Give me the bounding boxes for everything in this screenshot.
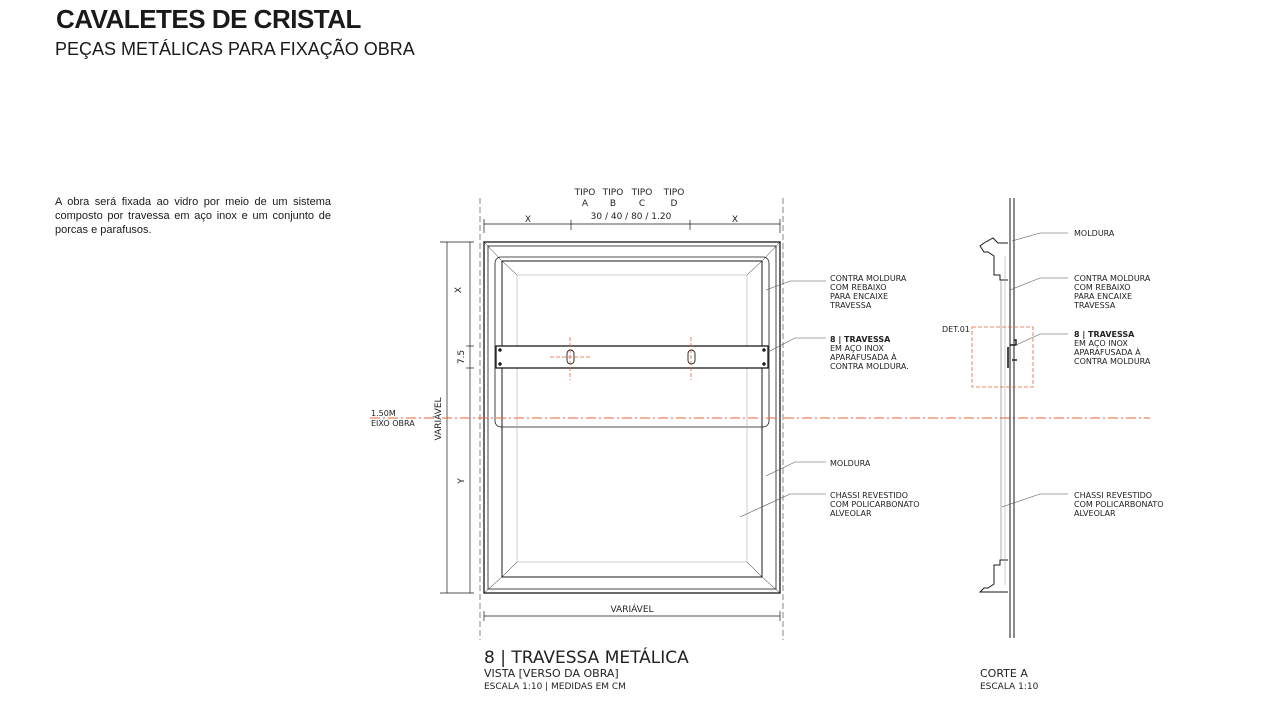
type-b-label: TIPO (602, 188, 624, 198)
dim-v-75: 7.5 (457, 350, 467, 364)
type-c-label: TIPO (631, 188, 653, 198)
page-subtitle: PEÇAS METÁLICAS PARA FIXAÇÃO OBRA (55, 39, 415, 59)
sec-travessa-l2: APARAFUSADA À (1074, 346, 1141, 357)
sec-caption-scale: ESCALA 1:10 (980, 682, 1039, 692)
eixo-height: 1.50M (371, 409, 396, 418)
travessa-l3: CONTRA MOLDURA. (830, 362, 909, 371)
type-d-label: TIPO (663, 188, 685, 198)
type-d-letter: D (671, 199, 678, 209)
front-caption-scale: ESCALA 1:10 | MEDIDAS EM CM (484, 682, 626, 692)
dim-variavel-h: VARIÁVEL (610, 603, 653, 615)
sec-chassi-l2: COM POLICARBONATO (1074, 500, 1164, 509)
type-values: 30 / 40 / 80 / 1.20 (591, 212, 672, 222)
slot-centerlines (550, 337, 692, 380)
travessa-l2: APARAFUSADA À (830, 351, 897, 362)
sec-contra-l3: PARA ENCAIXE (1074, 292, 1132, 301)
travessa-l1: EM AÇO INOX (830, 344, 884, 353)
detail-box (971, 326, 1034, 388)
contra-moldura-l1: CONTRA MOLDURA (830, 274, 907, 283)
contra-moldura-l4: TRAVESSA (829, 301, 872, 310)
travessa-title: 8 | TRAVESSA (830, 335, 891, 344)
type-a-letter: A (582, 199, 589, 209)
sec-travessa-l3: CONTRA MOLDURA (1074, 357, 1151, 366)
det-label: DET.01 (942, 325, 970, 334)
section-view-text: DET.01 MOLDURA CONTRA MOLDURA COM REBAIX… (942, 229, 1164, 692)
front-view-text: TIPO A TIPO B TIPO C TIPO D 30 / 40 / 80… (371, 188, 920, 692)
sec-moldura-label: MOLDURA (1074, 229, 1115, 238)
page-title: CAVALETES DE CRISTAL (56, 4, 361, 34)
sec-chassi-l3: ALVEOLAR (1074, 509, 1116, 518)
contra-moldura-l3: PARA ENCAIXE (830, 292, 888, 301)
type-c-letter: C (639, 199, 645, 209)
sec-contra-l4: TRAVESSA (1073, 301, 1116, 310)
dim-v-y: Y (457, 478, 467, 485)
sec-contra-l1: CONTRA MOLDURA (1074, 274, 1151, 283)
sec-caption-title: CORTE A (980, 667, 1028, 680)
front-view (440, 198, 826, 640)
dim-x-left: X (525, 215, 531, 225)
description-text: A obra será fixada ao vidro por meio de … (55, 196, 331, 236)
moldura-label: MOLDURA (830, 459, 871, 468)
sec-travessa-l1: EM AÇO INOX (1074, 339, 1128, 348)
contra-moldura-l2: COM REBAIXO (830, 283, 887, 292)
dim-variavel-v: VARIÁVEL (432, 397, 444, 440)
section-view (978, 198, 1068, 638)
chassi-l3: ALVEOLAR (830, 509, 872, 518)
chassi-l1: CHASSI REVESTIDO (830, 491, 908, 500)
front-caption-title: 8 | TRAVESSA METÁLICA (484, 646, 689, 668)
sec-chassi-l1: CHASSI REVESTIDO (1074, 491, 1152, 500)
type-a-label: TIPO (574, 188, 596, 198)
sec-travessa-title: 8 | TRAVESSA (1074, 330, 1135, 339)
dim-x-right: X (732, 215, 738, 225)
sec-contra-l2: COM REBAIXO (1074, 283, 1131, 292)
dim-v-x: X (454, 287, 464, 293)
front-caption-subtitle: VISTA [VERSO DA OBRA] (484, 667, 619, 680)
chassi-l2: COM POLICARBONATO (830, 500, 920, 509)
eixo-label: EIXO OBRA (371, 419, 415, 428)
type-b-letter: B (610, 199, 616, 209)
